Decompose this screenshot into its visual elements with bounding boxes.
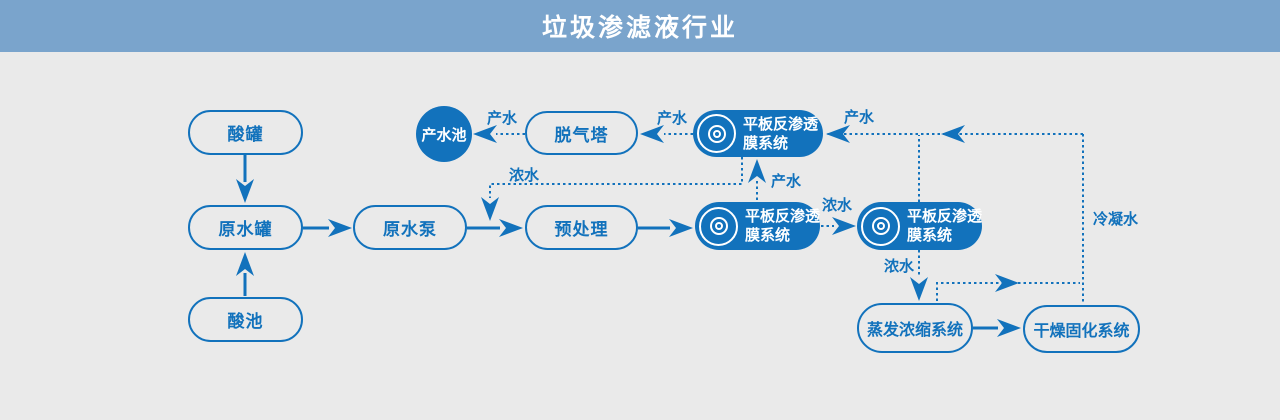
flow-label-product-water-to-degasser: 产水 <box>657 110 688 127</box>
edge-pretreatment-to-ro-stage1 <box>638 219 693 237</box>
edge-evaporation-to-drying <box>973 319 1021 337</box>
node-drying-system-label: 干燥固化系统 <box>1033 323 1130 340</box>
membrane-disc-icon <box>861 206 900 246</box>
edge-evaporation-condensate-branch <box>936 274 1080 301</box>
node-ro-membrane-top: 平板反渗透 膜系统 <box>693 110 823 157</box>
node-degassing-tower: 脱气塔 <box>525 111 638 155</box>
edge-top-return-line <box>825 125 1083 143</box>
edge-acid-pool-to-raw-water-tank <box>236 252 254 296</box>
flow-label-concentrate-stage1-to-stage2: 浓水 <box>822 197 853 214</box>
node-ro-membrane-stage1-label: 平板反渗透 膜系统 <box>745 208 821 244</box>
edge-acid-tank-to-raw-water-tank <box>236 155 254 203</box>
node-raw-water-pump: 原水泵 <box>353 205 467 250</box>
edge-ro-stage1-product-up <box>748 159 766 200</box>
flow-label-concentrate-to-evaporation: 浓水 <box>884 258 915 275</box>
edge-raw-water-tank-to-pump <box>303 219 352 237</box>
node-ro-membrane-stage1: 平板反渗透 膜系统 <box>695 202 820 250</box>
page-title: 垃圾渗滤液行业 <box>541 14 738 42</box>
flow-label-product-water-to-pool: 产水 <box>487 110 518 127</box>
flow-label-product-water-stage2-return: 产水 <box>844 109 875 126</box>
flow-label-condensate: 冷凝水 <box>1093 211 1139 228</box>
node-acid-pool-label: 酸池 <box>227 312 264 331</box>
node-acid-pool: 酸池 <box>188 297 303 342</box>
node-raw-water-tank-label: 原水罐 <box>218 220 273 239</box>
header-bar: 垃圾渗滤液行业 <box>0 0 1280 52</box>
node-evaporation-system-label: 蒸发浓缩系统 <box>866 322 963 339</box>
node-ro-membrane-top-label: 平板反渗透 膜系统 <box>743 115 819 152</box>
edge-pump-to-pretreatment <box>467 219 523 237</box>
node-acid-tank-label: 酸罐 <box>227 125 264 144</box>
node-acid-tank: 酸罐 <box>188 110 303 155</box>
edge-ro-stage1-to-stage2 <box>821 217 856 235</box>
node-product-water-pool-label: 产水池 <box>421 126 467 144</box>
node-pretreatment-label: 预处理 <box>554 220 609 239</box>
node-evaporation-system: 蒸发浓缩系统 <box>857 303 973 353</box>
node-degassing-tower-label: 脱气塔 <box>554 125 609 145</box>
node-ro-membrane-stage2: 平板反渗透 膜系统 <box>857 202 982 250</box>
node-product-water-pool: 产水池 <box>416 106 472 162</box>
node-drying-system: 干燥固化系统 <box>1023 305 1140 353</box>
node-raw-water-tank: 原水罐 <box>188 205 303 250</box>
flow-label-concentrate-return: 浓水 <box>509 167 540 184</box>
node-raw-water-pump-label: 原水泵 <box>383 220 437 239</box>
node-pretreatment: 预处理 <box>525 205 638 250</box>
membrane-disc-icon <box>697 114 736 153</box>
membrane-disc-icon <box>699 206 738 246</box>
flow-label-product-water-stage1-up: 产水 <box>771 173 802 190</box>
node-ro-membrane-stage2-label: 平板反渗透 膜系统 <box>907 208 983 244</box>
